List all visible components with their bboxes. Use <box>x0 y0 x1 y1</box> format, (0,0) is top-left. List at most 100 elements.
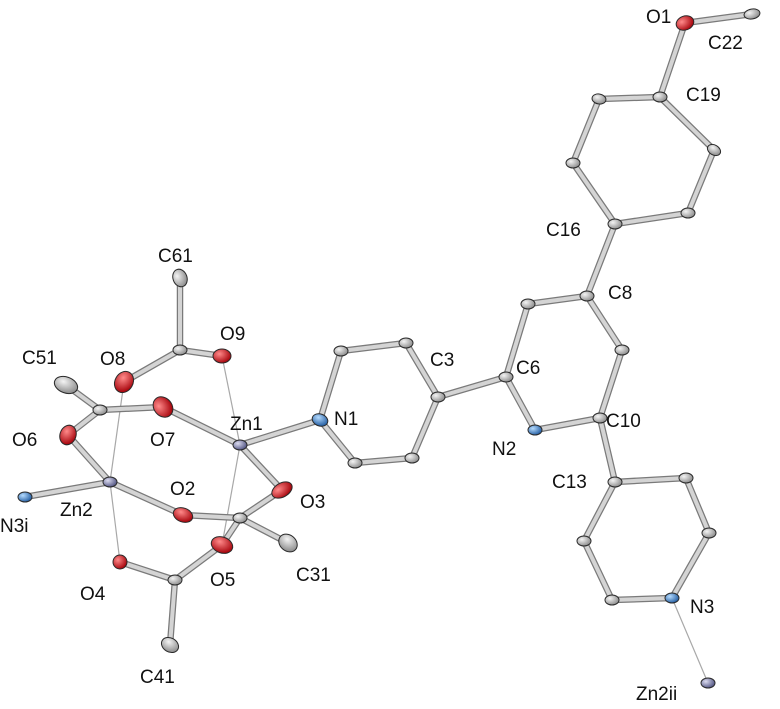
bond-o5-cc4 <box>173 543 224 582</box>
bond-c8-cf <box>585 294 624 352</box>
atom-ck <box>678 472 694 484</box>
label-c16: C16 <box>546 220 581 241</box>
label-c31: C31 <box>296 565 331 586</box>
bond-o1-c22 <box>683 12 754 25</box>
atom-cc3 <box>232 512 248 524</box>
contact-zn1-o9 <box>221 355 241 446</box>
label-zn1: Zn1 <box>230 414 263 435</box>
bond-cc2-o7 <box>98 405 165 412</box>
label-c61: C61 <box>158 246 193 267</box>
label-c8: C8 <box>608 283 632 304</box>
label-c22: C22 <box>708 33 743 54</box>
bond-cg-ci <box>339 341 408 353</box>
atom-cd <box>680 207 696 219</box>
atom-ci <box>333 345 349 357</box>
bond-cn-n3 <box>610 596 674 602</box>
atom-cc4 <box>167 574 183 586</box>
label-n1: N1 <box>334 409 358 430</box>
bond-ci-n1 <box>318 349 343 422</box>
atom-o2 <box>172 507 194 523</box>
label-o4: O4 <box>80 584 106 605</box>
atom-n2 <box>527 424 543 436</box>
atom-o9 <box>212 348 232 364</box>
label-zn2: Zn2 <box>60 500 93 521</box>
atom-zn1 <box>232 439 248 451</box>
atom-n3i <box>17 491 33 503</box>
bond-c19-cb <box>658 95 716 152</box>
bond-ck-cm <box>684 476 711 535</box>
atom-zn2 <box>102 476 118 488</box>
contact-zn1-o5 <box>221 444 241 546</box>
bond-o7-zn1 <box>161 405 242 447</box>
atom-cb <box>706 143 722 157</box>
bond-n3i-zn2 <box>23 480 112 499</box>
label-o8: O8 <box>100 349 125 370</box>
label-o1: O1 <box>646 7 671 28</box>
atom-o8 <box>113 370 135 394</box>
bond-cl-cn <box>582 539 614 602</box>
bond-cc-c16 <box>571 161 617 226</box>
atom-c61 <box>172 268 188 288</box>
label-o5: O5 <box>210 570 235 591</box>
bond-c10-n2 <box>533 416 602 432</box>
contact-zn2-o4 <box>109 481 121 563</box>
bond-sticks <box>21 10 756 649</box>
bond-c6-n2 <box>504 375 537 432</box>
bond-c19-ca <box>597 95 662 101</box>
bond-c10-c13 <box>598 416 617 484</box>
atom-cn <box>604 594 620 606</box>
bond-c13-cl <box>582 480 617 543</box>
bond-ce-c6 <box>504 302 530 379</box>
label-n3i: N3i <box>0 516 29 537</box>
atom-c41 <box>160 636 180 654</box>
atom-c51 <box>53 375 79 395</box>
contact-zn2-o8 <box>109 381 125 483</box>
atom-cm <box>701 527 717 539</box>
atom-o7 <box>152 396 174 418</box>
atom-o5 <box>210 536 234 554</box>
atom-o3 <box>271 481 293 499</box>
bond-zn2-o2 <box>108 480 185 517</box>
atom-o1 <box>675 15 695 31</box>
atom-n3 <box>664 592 680 604</box>
bond-c13-ck <box>613 476 688 484</box>
bond-cc4-c41 <box>168 578 177 647</box>
bond-o6-zn2 <box>66 433 112 484</box>
bond-cd-c16 <box>613 211 690 226</box>
bond-c16-c8 <box>585 222 617 298</box>
zn-o-contact-lines <box>109 355 709 684</box>
label-o3: O3 <box>300 492 325 513</box>
atom-c13 <box>607 476 623 488</box>
label-c13: C13 <box>552 472 587 493</box>
atom-ca <box>591 93 607 105</box>
atom-c16 <box>607 218 623 230</box>
atom-zn2ii <box>700 677 716 689</box>
atom-o6 <box>59 424 77 446</box>
atom-cf <box>614 344 630 356</box>
bond-cb-cd <box>686 148 716 215</box>
label-zn2ii: Zn2ii <box>636 684 677 704</box>
bond-cj-n1 <box>318 418 357 465</box>
bond-cm-n3 <box>670 531 711 600</box>
label-o6: O6 <box>12 430 37 451</box>
atom-cc <box>565 157 581 169</box>
atom-c6 <box>498 371 514 383</box>
bond-o1-c19 <box>658 21 687 99</box>
atom-c10 <box>592 412 608 424</box>
label-n3: N3 <box>690 597 714 618</box>
atom-c19 <box>652 91 668 103</box>
label-c10: C10 <box>606 411 641 432</box>
atom-cj <box>347 457 363 469</box>
atom-cl <box>576 535 592 547</box>
atom-c31 <box>278 533 298 553</box>
label-c51: C51 <box>22 348 57 369</box>
atom-ce <box>520 298 536 310</box>
atom-cc2 <box>92 404 108 416</box>
label-c41: C41 <box>140 667 175 688</box>
bond-o4-cc4 <box>118 560 177 582</box>
atom-o4 <box>112 554 128 570</box>
label-o7: O7 <box>150 430 175 451</box>
bond-cf-c10 <box>598 348 624 420</box>
bond-o3-zn1 <box>238 443 284 492</box>
